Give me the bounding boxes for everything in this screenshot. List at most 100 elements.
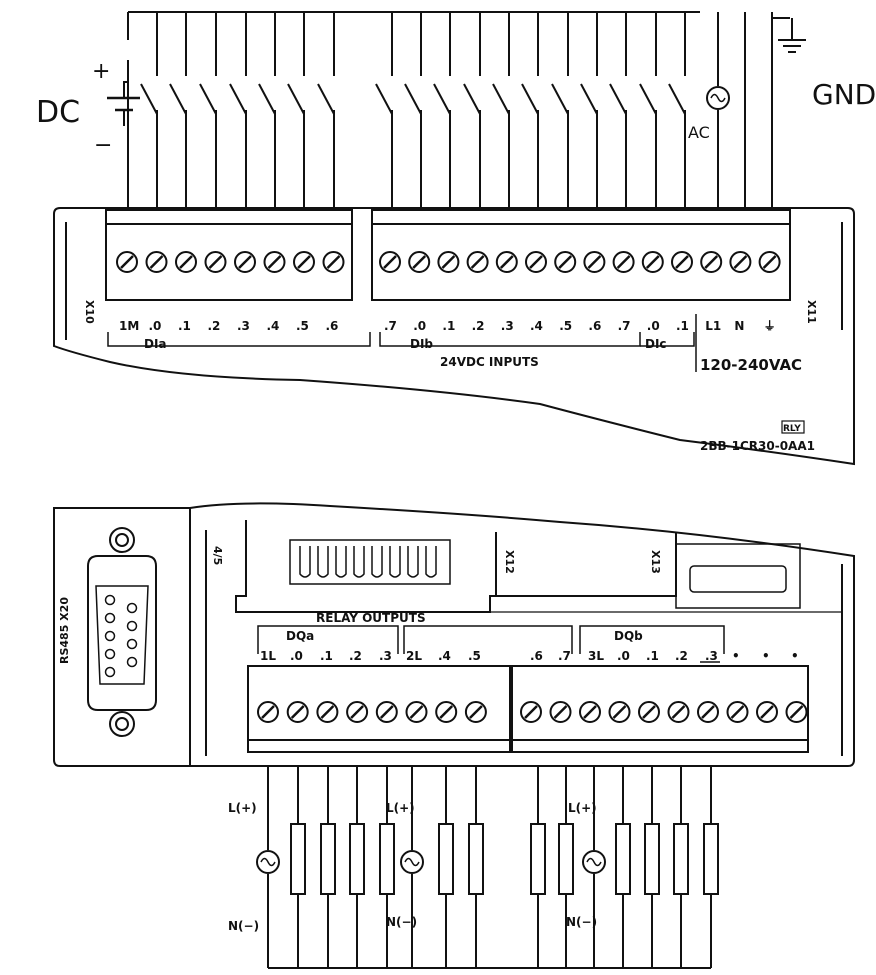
output-terminal-label: .0 [290,649,303,663]
input-switch [404,12,422,210]
relay-outputs-label: RELAY OUTPUTS [316,611,426,625]
output-screw-terminal [638,701,660,723]
supply-2-bottom-label: N(−) [386,915,417,929]
output-screw-terminal [608,701,631,723]
db9-pin [126,638,138,650]
input-screw-terminal [437,251,460,273]
output-terminal-label: 2L [406,649,422,663]
dib-bracket [379,332,641,347]
input-terminal-label: .0 [647,319,660,333]
input-screw-terminal [671,251,693,273]
output-screw-terminal [726,701,749,723]
dob-mid-bracket [403,625,573,654]
input-switch [317,12,335,210]
x12-label: X12 [503,550,516,574]
output-terminal-label: • [762,649,770,663]
load-resistor [615,766,631,968]
x12-socket-pin [335,546,347,578]
top-input-section [107,11,806,210]
db9-pin [104,612,116,624]
gnd-label: GND [812,78,876,111]
input-switch [287,12,305,210]
input-terminal-label: .3 [501,319,514,333]
input-screw-terminal [612,251,635,273]
side-label: 4/5 [211,546,224,565]
input-screw-terminal [293,251,315,273]
rs485-db9-pins [104,594,138,678]
input-terminal-label: 1M [119,319,139,333]
supply-2-top-label: L(+) [386,801,415,815]
output-terminal-label: .2 [675,649,688,663]
bottom-screw-terminals [257,701,808,723]
input-screw-terminal [408,251,431,273]
output-screw-terminal [346,701,369,723]
load-resistor [644,766,660,968]
input-terminal-label: .4 [267,319,280,333]
db9-pin [104,630,116,642]
rs485-screw-bottom-inner [115,717,129,731]
output-screw-terminal [375,701,398,723]
dc-plus-label: + [92,59,110,84]
model-tag-box [781,420,805,434]
output-screw-terminal [667,701,690,723]
x12-socket-pin [299,546,311,578]
output-terminal-label: .6 [530,649,543,663]
input-terminal-label: .2 [472,319,485,333]
input-screw-terminal [263,251,286,273]
output-screw-terminal [257,701,279,723]
input-terminal-label: .1 [676,319,689,333]
input-screw-terminal [700,251,723,273]
load-resistor [673,766,689,968]
output-terminal-label: 3L [588,649,604,663]
input-screw-terminal [145,251,168,273]
inputs-label: 24VDC INPUTS [440,355,539,369]
x11-label: X11 [805,300,818,324]
input-screw-terminal [322,251,345,273]
output-screw-terminal [520,701,542,723]
input-switch [169,12,187,210]
input-switch [668,12,686,210]
db9-pin [104,666,116,678]
input-switch [140,12,158,210]
input-switch [492,12,510,210]
db9-pin [104,594,116,606]
dic-label: DIc [645,337,667,351]
input-terminal-label: .7 [384,319,397,333]
x12-socket [289,539,451,585]
output-terminal-label: .0 [617,649,630,663]
input-screw-terminal [641,251,664,273]
load-resistor [290,766,306,968]
input-switch [580,12,598,210]
x13-frame [675,543,801,609]
input-screw-terminal [554,251,577,273]
dic-bracket [640,332,695,347]
supply-3-bottom-label: N(−) [566,915,597,929]
model-tag: RLY [783,424,801,434]
x12-slot [235,520,497,613]
output-terminal-label: .2 [349,649,362,663]
x10-label: X10 [83,300,96,324]
load-resistor [468,766,484,968]
output-screw-terminal [756,701,778,723]
output-screw-terminal [435,701,458,723]
input-switch [551,12,569,210]
output-screw-terminal [286,701,309,723]
x12-socket-pin [425,546,437,578]
db9-pin [126,602,138,614]
input-terminal-label: .1 [178,319,191,333]
input-switch [463,12,481,210]
doa-label: DQa [286,629,314,643]
output-terminal-label: .3 [379,649,392,663]
load-resistor [438,766,454,968]
supply-1-bottom-label: N(−) [228,919,259,933]
ac-label: AC [688,123,710,142]
x12-socket-pin [371,546,383,578]
output-terminal-label: .4 [438,649,451,663]
input-terminal-label: .7 [618,319,631,333]
input-switch [521,12,539,210]
supply-1-top-label: L(+) [228,801,257,815]
dia-label: DIa [144,337,167,351]
top-screw-terminals [116,251,781,273]
load-resistor [530,766,546,968]
output-screw-terminal [549,701,572,723]
